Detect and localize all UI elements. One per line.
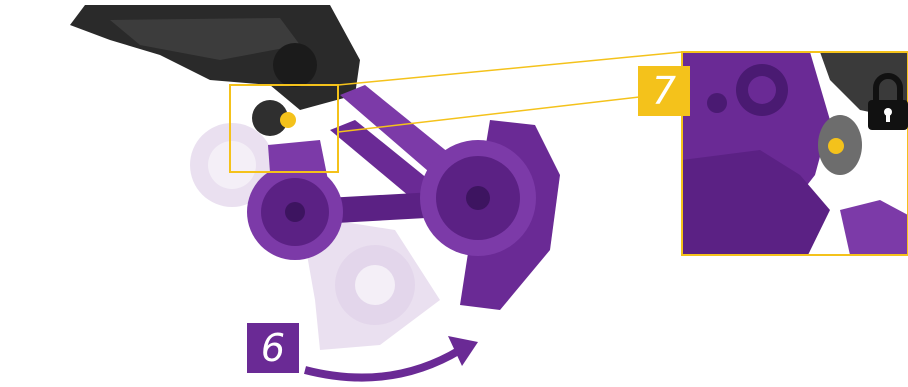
cage-lock-bolt <box>280 112 296 128</box>
upper-pulley <box>247 164 343 260</box>
callout-leader-top <box>338 52 682 85</box>
lower-pulley <box>420 140 536 256</box>
step-7-badge: 7 <box>638 66 690 116</box>
step-6-badge: 6 <box>247 323 299 373</box>
derailleur-body <box>70 5 360 136</box>
